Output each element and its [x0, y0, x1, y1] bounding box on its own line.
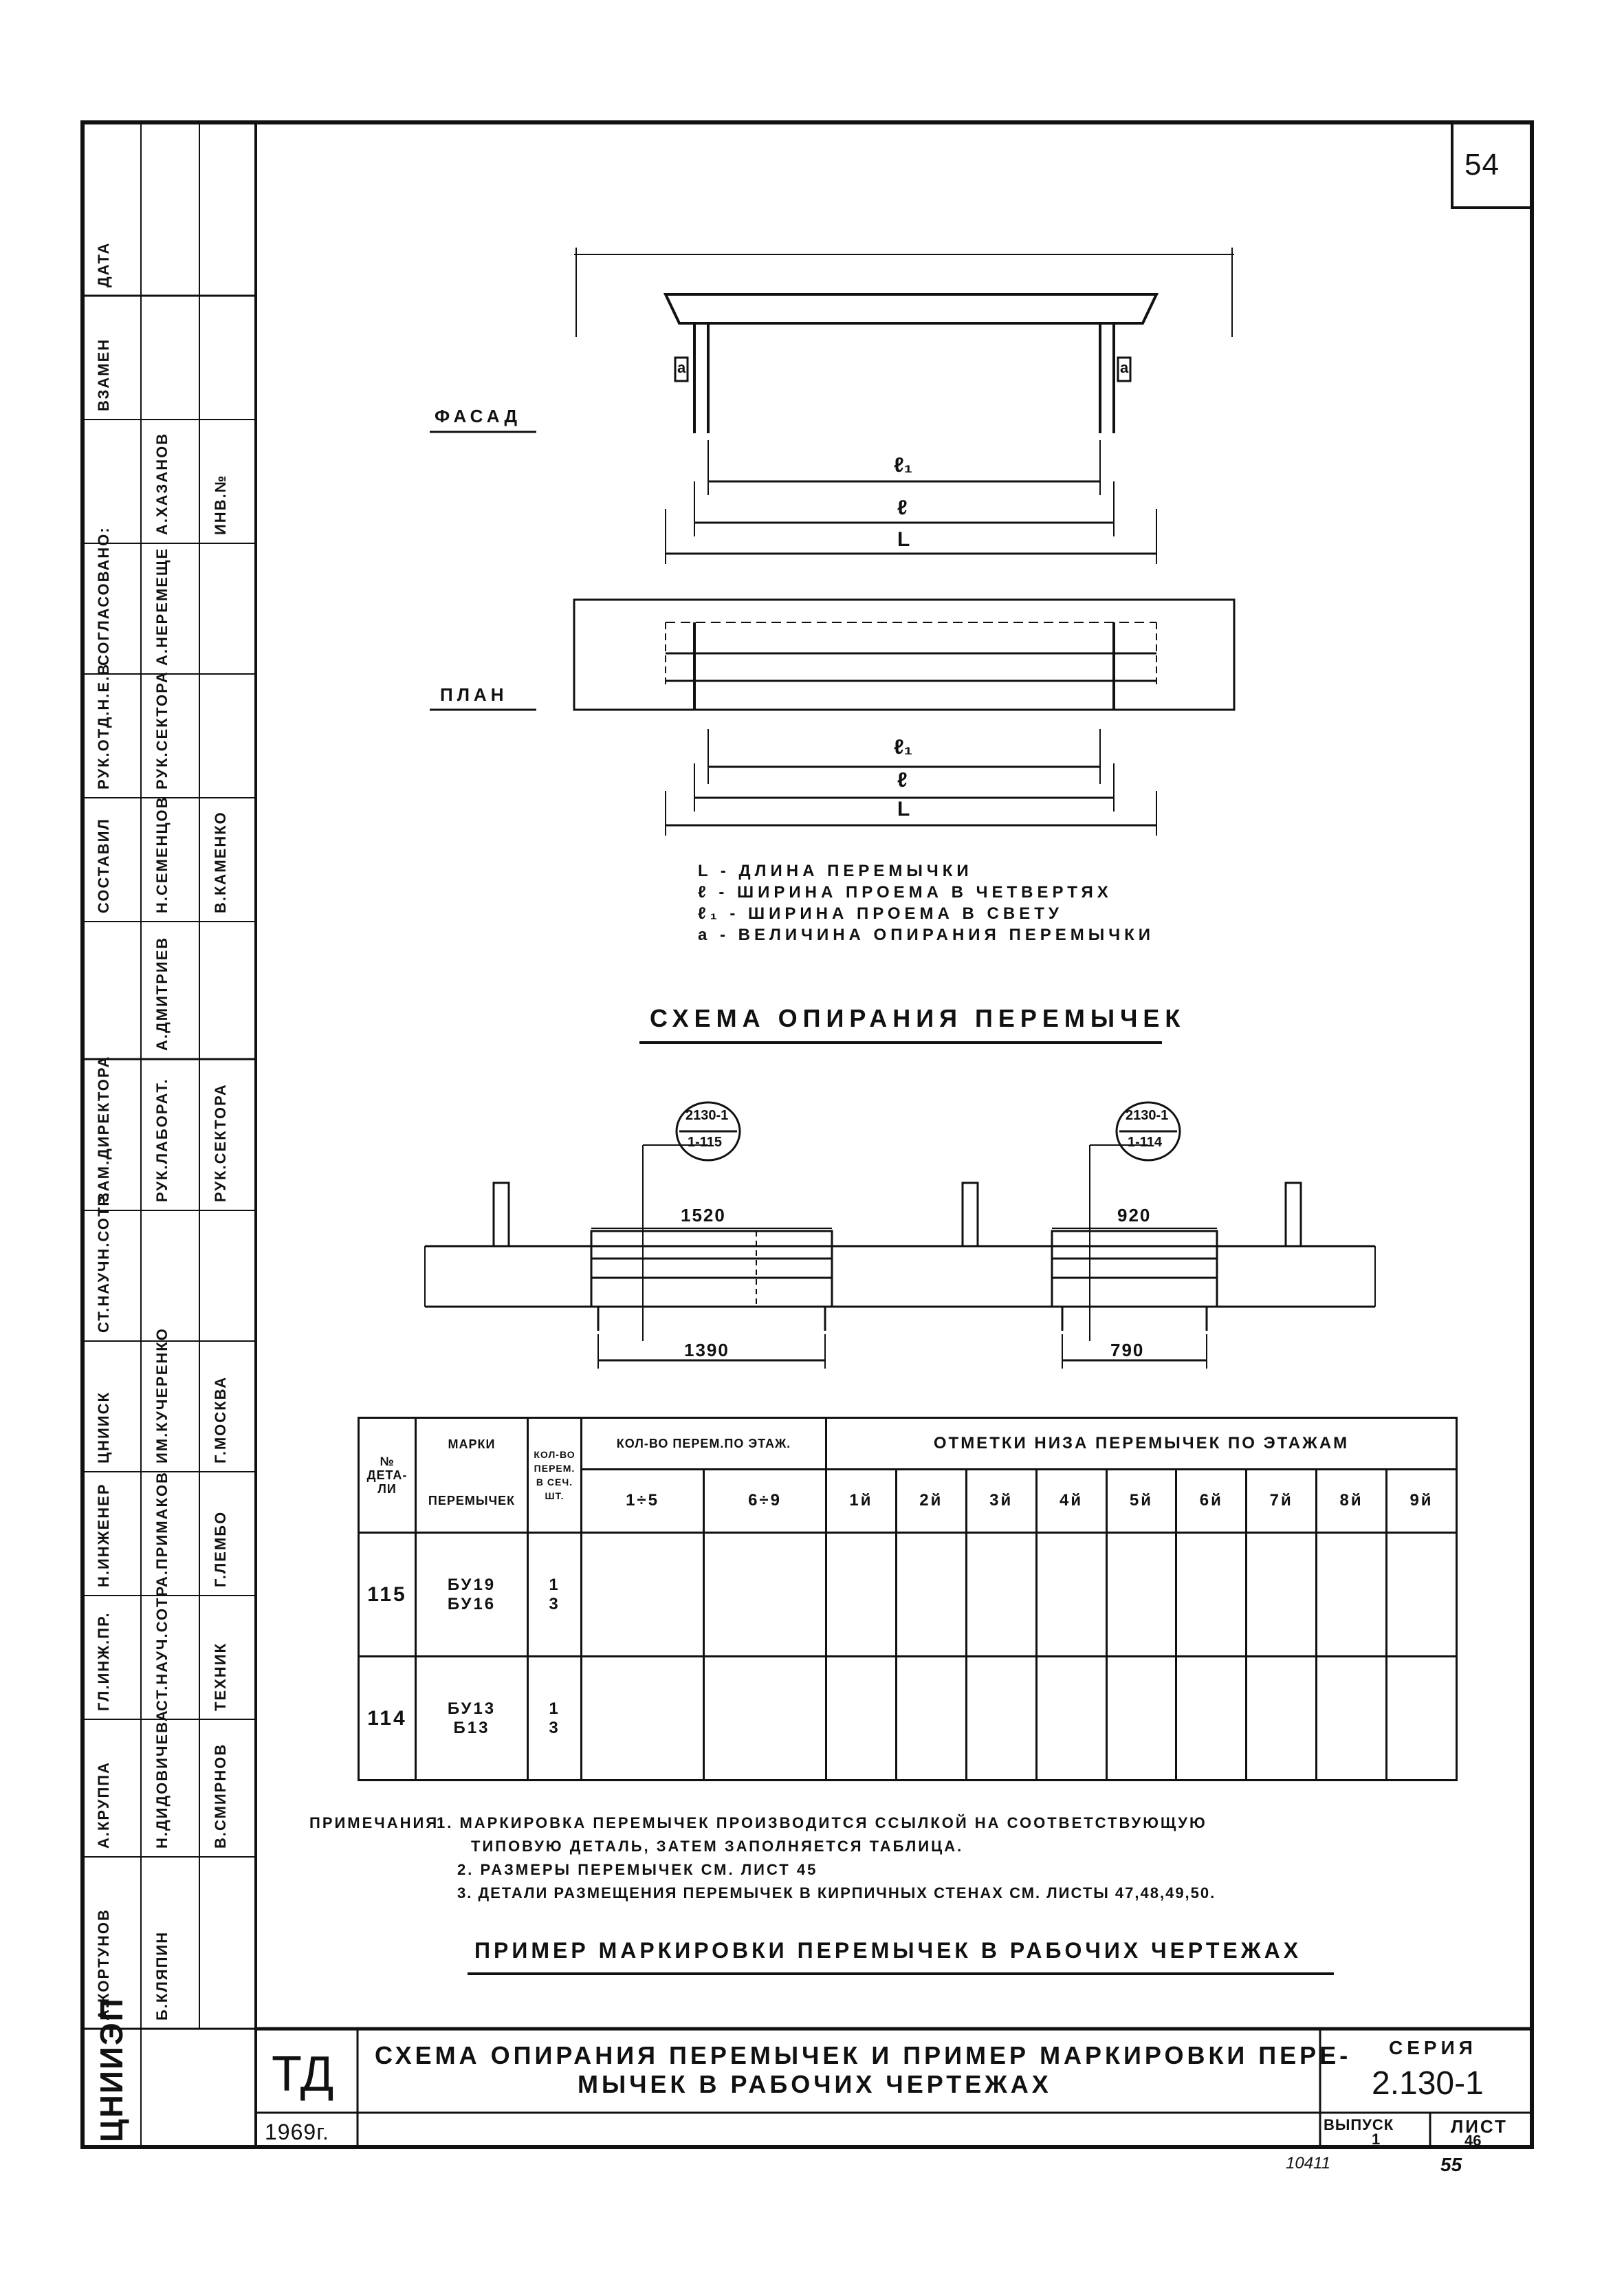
row1-marks: БУ19 БУ16	[415, 1532, 529, 1658]
series-value: 2.130-1	[1372, 2065, 1484, 2102]
dim-a-right: а	[1120, 359, 1133, 376]
th-floor-9: 9й	[1385, 1468, 1458, 1534]
sheet-value: 46	[1464, 2132, 1482, 2149]
issue-value: 1	[1372, 2131, 1381, 2148]
row1-qty: 1 3	[527, 1532, 582, 1658]
note-1: 1. МАРКИРОВКА ПЕРЕМЫЧЕК ПРОИЗВОДИТСЯ ССЫ…	[437, 1814, 1207, 1831]
th-floor-1: 1й	[825, 1468, 897, 1534]
example-title: ПРИМЕР МАРКИРОВКИ ПЕРЕМЫЧЕК В РАБОЧИХ ЧЕ…	[474, 1938, 1302, 1963]
table-row: 114 БУ13 Б13 1 3	[358, 1655, 1458, 1781]
lintel-marks-table: № ДЕТА-ЛИ МАРКИ КОЛ-ВО ПЕРЕМ. В СЕЧ. ШТ.…	[358, 1416, 1458, 1781]
tag2-bottom: 1-114	[1128, 1135, 1163, 1150]
plan-dim-l: ℓ	[897, 769, 908, 792]
th-floor-7: 7й	[1245, 1468, 1318, 1534]
note-2: 2. РАЗМЕРЫ ПЕРЕМЫЧЕК СМ. ЛИСТ 45	[457, 1861, 818, 1878]
th-detail-no: № ДЕТА-ЛИ	[358, 1416, 417, 1534]
tag1-bottom: 1-115	[688, 1135, 723, 1150]
tag1-top: 2130-1	[685, 1108, 729, 1123]
row2-marks: БУ13 Б13	[415, 1655, 529, 1781]
th-floor-4: 4й	[1035, 1468, 1108, 1534]
footer-left: 10411	[1286, 2154, 1330, 2173]
legend-line-2: ℓ - ШИРИНА ПРОЕМА В ЧЕТВЕРТЯХ	[698, 883, 1112, 902]
th-marks-top: МАРКИ	[415, 1417, 529, 1470]
facade-dim-l: ℓ	[897, 497, 908, 519]
dim-920: 920	[1117, 1205, 1152, 1226]
th-floors-qty: КОЛ-ВО ПЕРЕМ.ПО ЭТАЖ.	[580, 1417, 827, 1470]
series-label: СЕРИЯ	[1389, 2037, 1477, 2058]
facade-dim-l1: ℓ₁	[894, 454, 913, 477]
th-floor-2: 2й	[895, 1468, 967, 1534]
dim-790: 790	[1110, 1340, 1145, 1360]
th-marks-bottom: ПЕРЕМЫЧЕК	[415, 1469, 529, 1534]
title-line-2: МЫЧЕК В РАБОЧИХ ЧЕРТЕЖАХ	[578, 2070, 1052, 2098]
row2-qty: 1 3	[527, 1655, 582, 1781]
note-1b: ТИПОВУЮ ДЕТАЛЬ, ЗАТЕМ ЗАПОЛНЯЕТСЯ ТАБЛИЦ…	[471, 1838, 964, 1855]
tag2-top: 2130-1	[1126, 1108, 1169, 1123]
year: 1969г.	[265, 2120, 329, 2144]
footer-right: 55	[1440, 2154, 1462, 2175]
dim-1390: 1390	[684, 1340, 729, 1360]
title-line-1: СХЕМА ОПИРАНИЯ ПЕРЕМЫЧЕК И ПРИМЕР МАРКИР…	[375, 2041, 1352, 2069]
scheme-title: СХЕМА ОПИРАНИЯ ПЕРЕМЫЧЕК	[650, 1004, 1186, 1032]
facade-dim-L: L	[897, 528, 910, 551]
th-marks-floors: ОТМЕТКИ НИЗА ПЕРЕМЫЧЕК ПО ЭТАЖАМ	[825, 1417, 1458, 1470]
sheet-number: 54	[1464, 148, 1500, 182]
th-floor-8: 8й	[1315, 1468, 1387, 1534]
th-floor-6: 6й	[1175, 1468, 1248, 1534]
th-floor-3: 3й	[965, 1468, 1038, 1534]
th-floor-5: 5й	[1105, 1468, 1178, 1534]
scheme-title-underline	[639, 1041, 1162, 1044]
plan-dim-l1: ℓ₁	[894, 736, 913, 759]
td-mark: ТД	[272, 2047, 334, 2102]
th-qty: КОЛ-ВО ПЕРЕМ. В СЕЧ. ШТ.	[527, 1416, 582, 1534]
legend-line-3: ℓ₁ - ШИРИНА ПРОЕМА В СВЕТУ	[698, 904, 1063, 923]
sheet-label: ЛИСТ	[1451, 2116, 1508, 2137]
org-cniiep: ЦНИИЭП	[94, 1997, 129, 2142]
example-title-underline	[468, 1972, 1334, 1975]
issue-label: ВЫПУСК	[1324, 2116, 1394, 2133]
legend-line-4: а - ВЕЛИЧИНА ОПИРАНИЯ ПЕРЕМЫЧКИ	[698, 926, 1154, 944]
note-3: 3. ДЕТАЛИ РАЗМЕЩЕНИЯ ПЕРЕМЫЧЕК В КИРПИЧН…	[457, 1884, 1216, 1902]
plan-dim-L: L	[897, 798, 910, 820]
notes-label: ПРИМЕЧАНИЯ:	[309, 1814, 446, 1831]
th-range-1-5: 1÷5	[580, 1468, 705, 1534]
facade-label: ФАСАД	[435, 406, 522, 426]
th-range-6-9: 6÷9	[703, 1468, 827, 1534]
plan-label: ПЛАН	[440, 684, 508, 705]
dim-a-left: а	[677, 359, 690, 376]
dim-1520: 1520	[681, 1205, 726, 1226]
table-row: 115 БУ19 БУ16 1 3	[358, 1532, 1458, 1658]
row1-no: 115	[358, 1532, 417, 1658]
row2-no: 114	[358, 1655, 417, 1781]
legend-line-1: L - ДЛИНА ПЕРЕМЫЧКИ	[698, 862, 973, 880]
